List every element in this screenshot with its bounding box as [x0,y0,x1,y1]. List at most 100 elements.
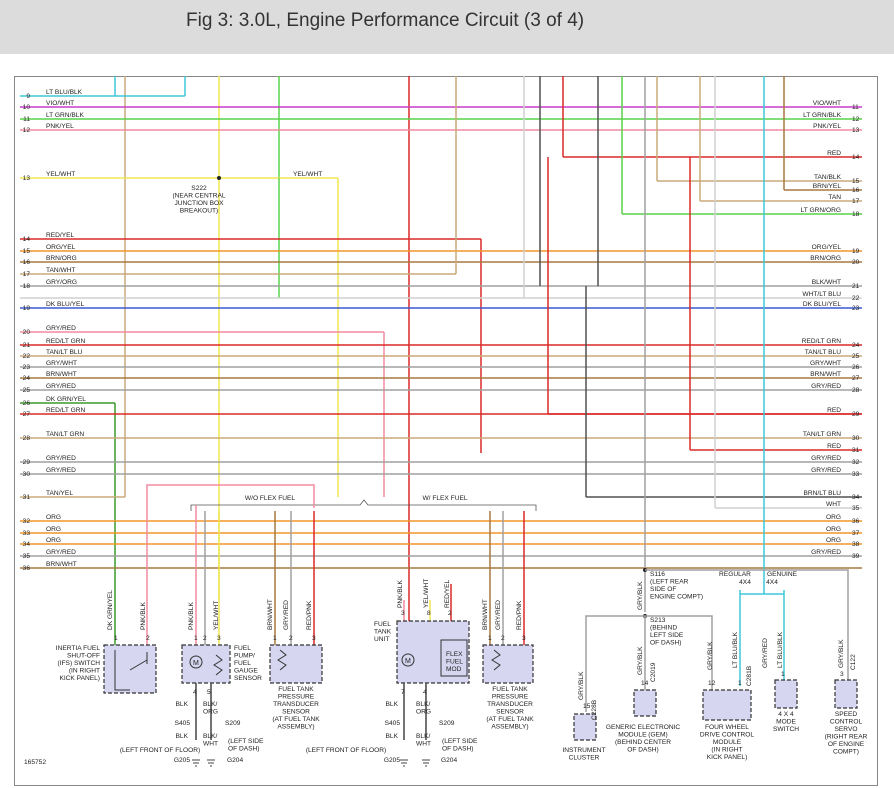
regular-4x4-label: REGULAR [719,571,751,578]
ftps-label: SENSOR [282,709,310,716]
wire-number-left: 30 [23,471,31,478]
wire-number-right: 20 [852,259,860,266]
wire-number-right: 12 [852,116,860,123]
ftps-label: (AT FUEL TANK [486,716,534,723]
wire-number-left: 24 [23,375,31,382]
ground-label: G204 [227,757,243,764]
fuel-pump-label: FUEL [234,645,251,652]
ftps-label: ASSEMBLY) [491,724,528,731]
wire-number-right: 16 [852,187,860,194]
switch-symbol [129,652,148,671]
wire-label-right: PNK/YEL [813,123,841,130]
wire-number-right: 11 [852,104,859,111]
connector-label: C228B [591,699,598,720]
gem-label: MODULE (GEM) [618,732,667,739]
wo-flex-fuel-label: W/O FLEX FUEL [245,495,296,502]
fuel-pump-label: GAUGE [234,668,258,675]
wire-number-right: 24 [852,342,860,349]
wire-number-left: 22 [23,353,31,360]
pin-number: 7 [401,689,405,696]
wire-number-right: 31 [852,447,860,454]
ground-wire-label: BLK/ [416,701,430,708]
ground-wire-label: ORG [416,709,431,716]
wire-label-left: YEL/WHT [46,171,75,178]
wire-label-left: LT GRN/BLK [46,112,84,119]
pin-wire-label: BRN/WHT [267,599,274,630]
wire-number-right: 25 [852,353,860,360]
pin-number: 3 [217,635,221,642]
wire-number-left: 25 [23,387,31,394]
wire-number-right: 21 [852,283,860,290]
wire-number-left: 15 [23,248,31,255]
wire-label-right: WHT [826,501,841,508]
wire-label-right: VIO/WHT [813,100,841,107]
wire-label-left: RED/LT GRN [46,338,86,345]
wire-number-left: 28 [23,435,31,442]
pin-wire-label: PNK/BLK [140,602,147,630]
wire-label-right: RED [827,407,841,414]
wire-number-right: 36 [852,518,860,525]
wire-number-left: 35 [23,553,31,560]
speed-control-servo-box [834,679,858,709]
wire-number-right: 17 [852,198,860,205]
inertia-switch-label: (IN RIGHT [69,668,100,675]
wire-number-left: 16 [23,259,31,266]
genuine-4x4-label: 4X4 [766,579,778,586]
splice-label: S405 [175,720,191,727]
wire-number-left: 19 [23,305,31,312]
ground-wire-label: WHT [203,741,218,748]
wire-number-right: 37 [852,530,860,537]
connector-label: C122 [850,654,857,670]
ground-wire-label: BLK [176,701,189,708]
splice-s222-label: JUNCTION BOX [174,200,224,207]
ftps-label: TRANSDUCER [273,701,319,708]
ftps-box [482,644,534,684]
genuine-4x4-label: GENUINE [767,571,798,578]
wire-label-right: GRY/WHT [810,360,841,367]
wire-label-left: TAN/LT GRN [46,431,84,438]
inertia-switch-label: SHUT-OFF [67,653,100,660]
splice-s222-label: (NEAR CENTRAL [172,193,225,200]
wire-number-left: 10 [23,104,31,111]
pin-wire-label: GRY/BLK [707,641,714,670]
flex-module-box [440,639,468,677]
motor-symbol [401,653,415,667]
motor-letter: M [405,658,411,665]
wire-label-left: ORG [46,537,61,544]
ground-icon [400,759,408,767]
flex-fuel-bracket [190,499,537,511]
splice-label: S209 [439,720,455,727]
mode-switch-label: MODE [776,719,796,726]
wire-label-right: RED/LT GRN [802,338,842,345]
wire-label-left: BRN/WHT [46,561,77,568]
wire-number-right: 29 [852,411,860,418]
pin-wire [645,569,849,680]
pin-number: 3 [840,671,844,678]
gem-label: OF DASH) [627,747,659,754]
wire-label-left: DK BLU/YEL [46,301,84,308]
pin-wire-label: DK GRN/YEL [107,590,114,630]
resistor-symbol [213,654,223,676]
mode-switch-box [774,679,798,709]
ground-wire-label: BLK/ [416,733,430,740]
pin-number: 3 [522,635,526,642]
wire-label-right: GRY/RED [811,467,841,474]
ground-location: (LEFT FRONT OF FLOOR) [306,747,386,754]
wire-number-left: 20 [23,329,31,336]
ftps-label: FUEL TANK [492,686,528,693]
connector-label: C2019 [650,662,657,682]
pin-number: 1 [781,671,785,678]
wire-number-right: 23 [852,305,860,312]
wire-label-left: PNK/YEL [46,123,74,130]
wire-label-left: GRY/RED [46,455,76,462]
ground-wire-label: BLK/ [203,733,217,740]
speed-control-servo-label: SPEED [835,711,858,718]
pin-number: 3 [312,635,316,642]
wire-label-right: LT GRN/BLK [803,112,841,119]
pin-number: 1 [114,635,118,642]
speed-control-servo-label: CONTROL [830,719,863,726]
ground-wire-label: WHT [416,741,431,748]
ground-icon [192,759,200,767]
pin-number: 1 [194,635,198,642]
